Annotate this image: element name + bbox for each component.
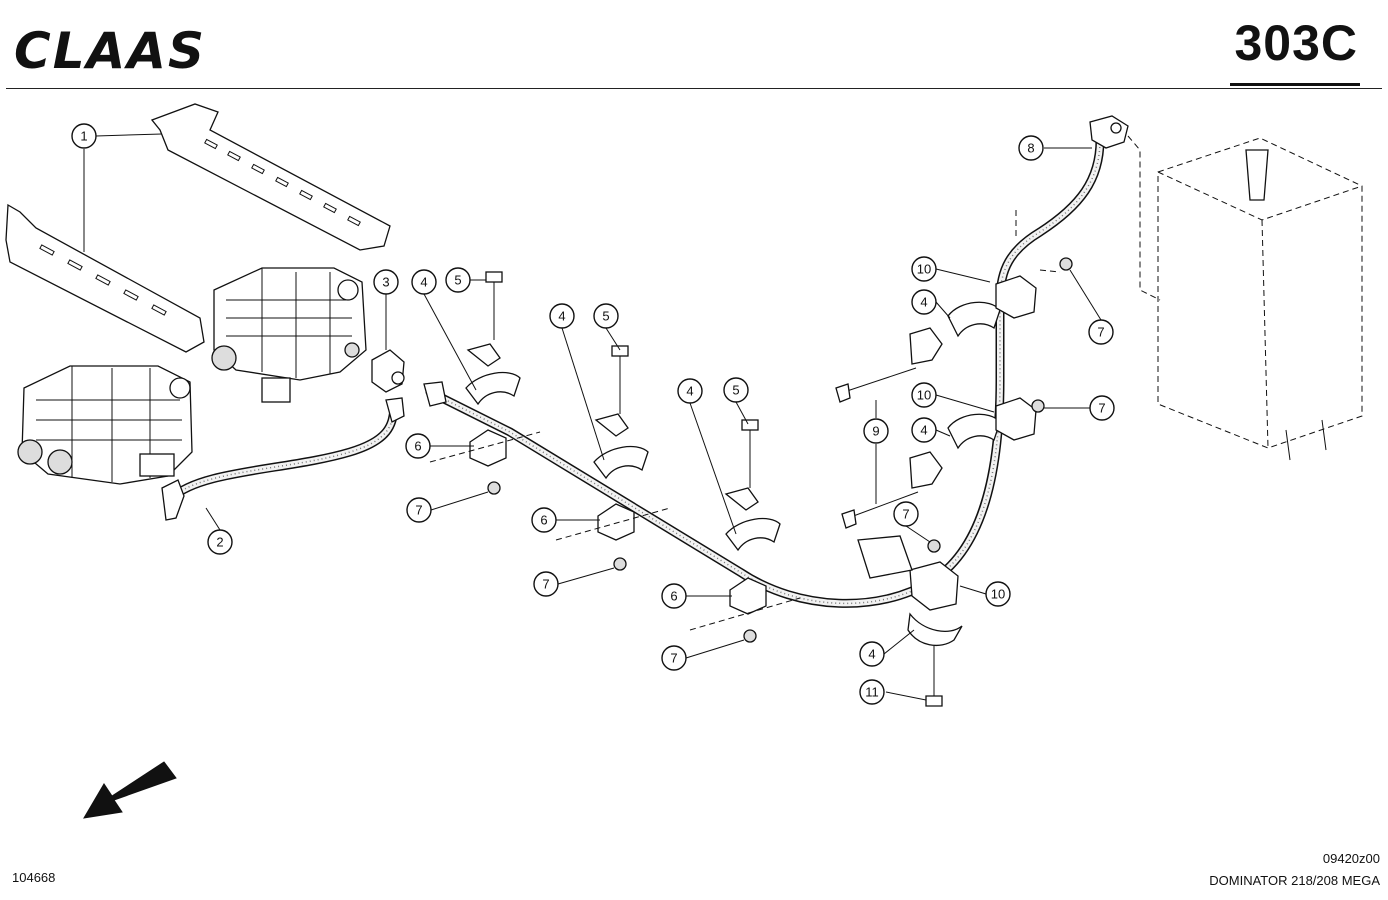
svg-text:6: 6 bbox=[540, 513, 547, 528]
callout-7b: 7 bbox=[533, 571, 559, 597]
callout-5b: 5 bbox=[593, 303, 619, 329]
callout-4a: 4 bbox=[411, 269, 437, 295]
svg-text:10: 10 bbox=[991, 587, 1005, 602]
callout-6c: 6 bbox=[661, 583, 687, 609]
svg-text:4: 4 bbox=[558, 309, 565, 324]
callout-2: 2 bbox=[207, 529, 233, 555]
callout-5a: 5 bbox=[445, 267, 471, 293]
brand-logo: CLAAS bbox=[14, 22, 206, 74]
svg-text:5: 5 bbox=[602, 309, 609, 324]
callout-9: 9 bbox=[863, 418, 889, 444]
svg-text:5: 5 bbox=[732, 383, 739, 398]
callout-7a: 7 bbox=[406, 497, 432, 523]
callout-7c: 7 bbox=[661, 645, 687, 671]
clamp-set-3 bbox=[689, 419, 801, 643]
callout-4d: 4 bbox=[911, 289, 937, 315]
svg-text:7: 7 bbox=[1097, 325, 1104, 340]
svg-text:5: 5 bbox=[454, 273, 461, 288]
clamp-set-bottom bbox=[857, 535, 963, 707]
clamp-set-2 bbox=[555, 345, 671, 571]
svg-text:4: 4 bbox=[686, 384, 693, 399]
callout-10a: 10 bbox=[911, 256, 937, 282]
direction-arrow-icon bbox=[83, 761, 177, 819]
svg-text:4: 4 bbox=[920, 423, 927, 438]
svg-text:7: 7 bbox=[902, 507, 909, 522]
svg-text:9: 9 bbox=[872, 424, 879, 439]
svg-text:7: 7 bbox=[1098, 401, 1105, 416]
hydraulic-reservoir bbox=[1127, 135, 1363, 461]
clamp-set-1 bbox=[429, 271, 541, 495]
svg-text:8: 8 bbox=[1027, 141, 1034, 156]
sheet-code: 09420z00 bbox=[1322, 851, 1380, 866]
callout-6a: 6 bbox=[405, 433, 431, 459]
svg-text:10: 10 bbox=[917, 388, 931, 403]
callout-4f: 4 bbox=[859, 641, 885, 667]
callout-4e: 4 bbox=[911, 417, 937, 443]
callout-3: 3 bbox=[373, 269, 399, 295]
drawing-number: 104668 bbox=[12, 870, 56, 885]
union-fitting bbox=[371, 349, 405, 393]
callout-7f: 7 bbox=[893, 501, 919, 527]
control-valve-block-upper bbox=[211, 267, 367, 403]
mounting-plate-upper bbox=[150, 103, 391, 251]
svg-text:4: 4 bbox=[920, 295, 927, 310]
control-valve-block-lower bbox=[17, 365, 193, 485]
svg-text:4: 4 bbox=[420, 275, 427, 290]
svg-text:1: 1 bbox=[80, 129, 87, 144]
svg-text:3: 3 bbox=[382, 275, 389, 290]
callout-10b: 10 bbox=[911, 382, 937, 408]
callout-6b: 6 bbox=[531, 507, 557, 533]
svg-text:7: 7 bbox=[415, 503, 422, 518]
svg-text:6: 6 bbox=[670, 589, 677, 604]
callout-5c: 5 bbox=[723, 377, 749, 403]
header-divider bbox=[6, 88, 1382, 89]
brand-logo-text: CLAAS bbox=[14, 22, 206, 74]
mounting-plate-lower bbox=[5, 203, 205, 353]
svg-text:4: 4 bbox=[868, 647, 875, 662]
svg-text:2: 2 bbox=[216, 535, 223, 550]
callout-1: 1 bbox=[71, 123, 97, 149]
hose-short bbox=[161, 397, 405, 521]
callout-4b: 4 bbox=[549, 303, 575, 329]
leader-lines bbox=[83, 133, 1102, 701]
svg-text:11: 11 bbox=[865, 685, 879, 700]
callout-10c: 10 bbox=[985, 581, 1011, 607]
callout-8: 8 bbox=[1018, 135, 1044, 161]
callout-7d: 7 bbox=[1088, 319, 1114, 345]
callout-11: 11 bbox=[859, 679, 885, 705]
svg-text:7: 7 bbox=[670, 651, 677, 666]
svg-text:6: 6 bbox=[414, 439, 421, 454]
model-name: DOMINATOR 218/208 MEGA bbox=[1209, 873, 1380, 888]
svg-text:7: 7 bbox=[542, 577, 549, 592]
callout-7e: 7 bbox=[1089, 395, 1115, 421]
page-code-underline bbox=[1230, 83, 1360, 86]
callout-4c: 4 bbox=[677, 378, 703, 404]
hose-main bbox=[423, 115, 1129, 608]
clamp-set-vertical bbox=[835, 210, 1073, 529]
page-code: 303C bbox=[1234, 15, 1358, 71]
svg-text:10: 10 bbox=[917, 262, 931, 277]
